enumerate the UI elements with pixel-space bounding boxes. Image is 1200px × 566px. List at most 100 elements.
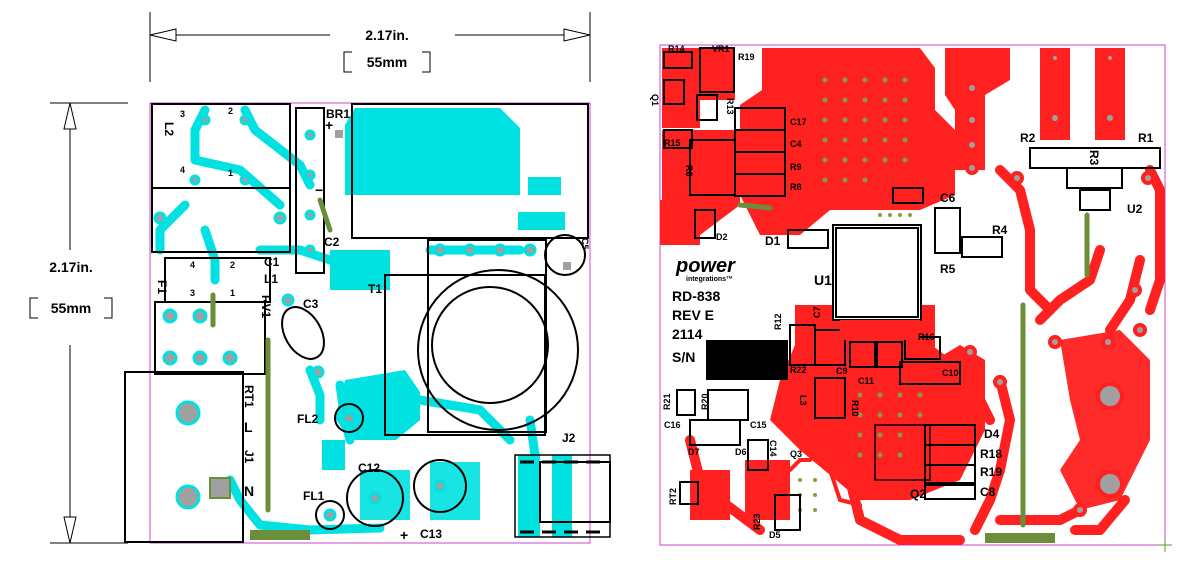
- refdes-r13: R13: [725, 98, 735, 115]
- refdes-d7: D7: [688, 447, 700, 457]
- refdes-c14: C14: [768, 440, 778, 457]
- bottom-fuse-trace: [985, 533, 1055, 543]
- refdes-r23: R23: [752, 513, 762, 530]
- refdes-rt1: RT1: [242, 385, 256, 408]
- refdes-r21: R21: [662, 393, 672, 410]
- refdes-r10: R10: [850, 400, 860, 417]
- fuse-trace: [250, 530, 310, 540]
- refdes-r6: R6: [684, 165, 694, 177]
- refdes-r20: R20: [700, 393, 710, 410]
- neutral-terminal-label: N: [244, 483, 254, 499]
- refdes-q1: Q1: [650, 94, 660, 106]
- refdes-c11: C11: [858, 376, 874, 386]
- refdes-q2: Q2: [910, 487, 926, 501]
- pin-number: 4: [190, 260, 195, 270]
- refdes-c15: C15: [750, 420, 767, 430]
- refdes-r3: R3: [1087, 150, 1101, 166]
- refdes-u1: U1: [814, 272, 832, 288]
- br1-plus-mark: +: [325, 117, 333, 133]
- refdes-c6: C6: [940, 191, 956, 205]
- pin-number: 4: [180, 165, 185, 175]
- top-component-outlines: [124, 103, 611, 543]
- refdes-d4: D4: [984, 427, 1000, 441]
- bottom-pads: [963, 52, 1155, 517]
- refdes-fl2: FL2: [297, 412, 319, 426]
- via-grid: [798, 77, 923, 512]
- refdes-j1: J1: [242, 450, 256, 464]
- refdes-c5: C5: [580, 238, 590, 250]
- refdes-r14: R14: [668, 44, 685, 54]
- top-layer-board: 3 2 4 1 4 2 3 1 + − + BR1 C2 C1 L1 L2 F1…: [124, 102, 611, 544]
- integrations-logo: integrations™: [686, 276, 733, 283]
- refdes-l2: L2: [162, 122, 176, 136]
- top-pads: [153, 114, 537, 522]
- refdes-rt2: RT2: [668, 488, 678, 505]
- bottom-layer-board: power integrations™ RD-838 REV E 2114 S/…: [650, 44, 1172, 552]
- board-id: RD-838: [672, 288, 720, 304]
- refdes-d1: D1: [765, 234, 781, 248]
- top-silk-green: [210, 197, 333, 513]
- top-copper: [322, 108, 572, 537]
- refdes-fl1: FL1: [303, 489, 325, 503]
- refdes-r22: R22: [790, 365, 807, 375]
- width-mm-label: 55mm: [367, 54, 407, 70]
- refdes-r15: R15: [664, 138, 681, 148]
- height-mm-label: 55mm: [51, 300, 91, 316]
- refdes-r18: R18: [980, 447, 1002, 461]
- refdes-c10: C10: [942, 368, 959, 378]
- pin-number: 1: [230, 288, 235, 298]
- refdes-c9: C9: [836, 366, 848, 376]
- refdes-r19: R19: [738, 52, 755, 62]
- refdes-c8: C8: [980, 485, 996, 499]
- refdes-br1: BR1: [326, 107, 350, 121]
- refdes-l3: L3: [798, 395, 808, 406]
- origin-crosshair: [1158, 538, 1172, 552]
- refdes-c3: C3: [303, 297, 319, 311]
- refdes-r1: R1: [1138, 131, 1154, 145]
- refdes-c4: C4: [790, 139, 802, 149]
- pin-number: 2: [228, 106, 233, 116]
- width-inches-label: 2.17in.: [365, 27, 409, 43]
- refdes-j2: J2: [562, 431, 576, 445]
- serial-label: S/N: [672, 349, 695, 365]
- height-dimension: [29, 102, 128, 544]
- refdes-r9: R9: [790, 162, 802, 172]
- board-revision: REV E: [672, 307, 714, 323]
- refdes-r4: R4: [992, 223, 1008, 237]
- refdes-rv1: RV1: [259, 295, 273, 318]
- refdes-c16: C16: [664, 420, 681, 430]
- refdes-l1: L1: [264, 272, 278, 286]
- refdes-d5: D5: [769, 530, 781, 540]
- refdes-d2: D2: [716, 232, 728, 242]
- refdes-c2: C2: [324, 235, 340, 249]
- refdes-c7: C7: [812, 306, 822, 318]
- br1-minus-mark: −: [315, 182, 323, 198]
- pin-number: 2: [230, 260, 235, 270]
- refdes-c17: C17: [790, 117, 807, 127]
- neutral-pad: [209, 477, 231, 499]
- refdes-c1: C1: [264, 255, 280, 269]
- pin-number: 3: [190, 288, 195, 298]
- refdes-vr1: VR1: [712, 44, 730, 54]
- refdes-r19-bottom: R19: [980, 465, 1002, 479]
- c13-plus-mark: +: [400, 527, 408, 543]
- pin-number: 3: [180, 109, 185, 119]
- serial-number-block: [706, 340, 788, 380]
- refdes-q3: Q3: [790, 449, 802, 459]
- power-logo: power: [675, 255, 736, 277]
- refdes-d6: D6: [735, 447, 747, 457]
- refdes-u2: U2: [1127, 202, 1143, 216]
- br1-pin1-pad: [335, 130, 343, 138]
- bottom-silk-green: [737, 202, 1090, 528]
- bottom-traces-thin: [768, 458, 862, 507]
- refdes-f1: F1: [155, 280, 169, 294]
- c5-pad: [563, 262, 571, 270]
- refdes-c12: C12: [358, 461, 380, 475]
- refdes-r8: R8: [790, 182, 802, 192]
- height-inches-label: 2.17in.: [49, 259, 93, 275]
- refdes-t1: T1: [368, 282, 382, 296]
- width-dimension: [149, 12, 591, 82]
- line-terminal-label: L: [244, 419, 253, 435]
- refdes-c13: C13: [420, 527, 442, 541]
